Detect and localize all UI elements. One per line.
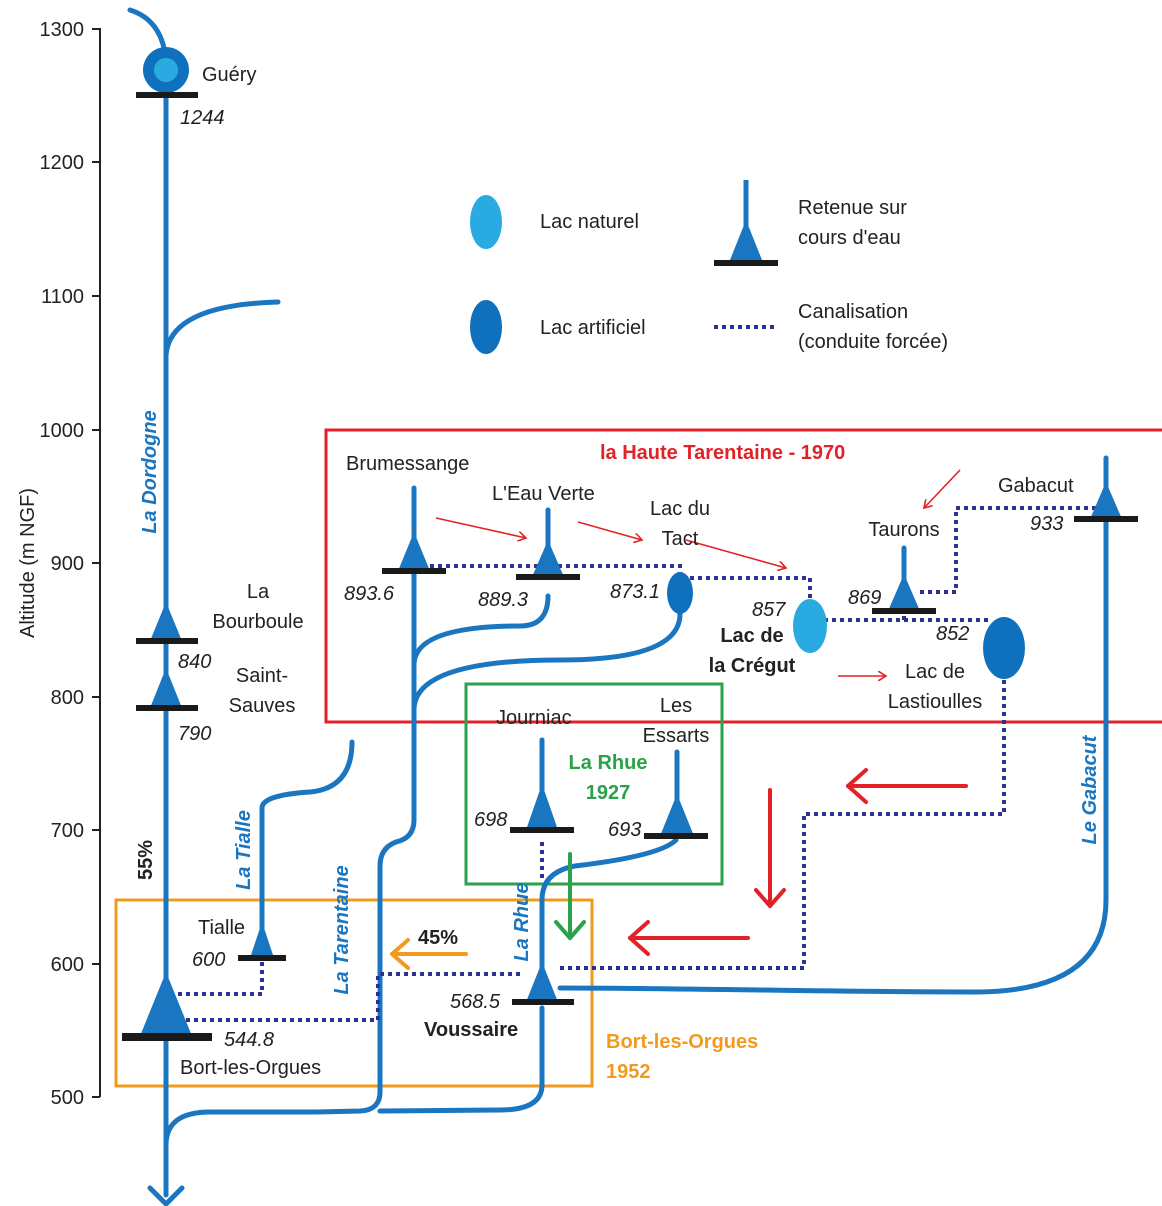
site-cregut-name-2: la Crégut	[709, 655, 796, 677]
orange-arrow-icon	[390, 938, 468, 970]
site-guery-alt: 1244	[180, 107, 225, 129]
altitude-axis: 1300 1200 1100 1000 900 800 700 600 500 …	[17, 19, 101, 1109]
site-guery-name: Guéry	[202, 64, 256, 86]
tick-500: 500	[51, 1087, 84, 1109]
tick-800: 800	[51, 687, 84, 709]
tick-600: 600	[51, 954, 84, 976]
legend-natural-lake-symbol	[470, 195, 502, 249]
dam-tialle	[238, 922, 286, 961]
site-voussaire-name: Voussaire	[424, 1019, 518, 1041]
site-bourboule-name-2: Bourboule	[212, 611, 303, 633]
river-label-tialle: La Tialle	[233, 810, 255, 890]
tick-1000: 1000	[40, 420, 85, 442]
dam-taurons	[872, 574, 936, 614]
site-eau-verte-alt: 889.3	[478, 589, 528, 611]
site-saint-sauves-name-2: Sauves	[229, 695, 296, 717]
river-label-tarentaine: La Tarentaine	[331, 865, 353, 994]
site-journiac-name: Journiac	[496, 707, 572, 729]
site-saint-sauves-alt: 790	[178, 723, 211, 745]
red-flow-arrows	[435, 469, 961, 676]
legend-dam-label-1: Retenue sur	[798, 197, 907, 219]
site-saint-sauves-name-1: Saint-	[236, 665, 288, 687]
tick-700: 700	[51, 820, 84, 842]
river-label-dordogne: La Dordogne	[139, 410, 161, 533]
dam-eau-verte	[516, 540, 580, 580]
dam-bort	[122, 972, 212, 1041]
rivers	[127, 7, 1109, 1198]
site-journiac-alt: 698	[474, 809, 507, 831]
site-tialle-alt: 600	[192, 949, 225, 971]
tick-1100: 1100	[41, 286, 84, 308]
tick-1300: 1300	[40, 19, 85, 41]
dam-saint-sauves	[136, 668, 198, 711]
site-brumessange-name: Brumessange	[346, 453, 469, 475]
green-arrow-icon	[554, 852, 586, 940]
site-eau-verte-name: L'Eau Verte	[492, 483, 595, 505]
legend-canal-label-2: (conduite forcée)	[798, 331, 948, 353]
site-bort-alt: 544.8	[224, 1029, 274, 1051]
zone-label-rhue-2: 1927	[586, 782, 631, 804]
zone-label-rhue-1: La Rhue	[569, 752, 648, 774]
legend-natural-lake-label: Lac naturel	[540, 211, 639, 233]
site-lastioulles-name-1: Lac de	[905, 661, 965, 683]
legend-artificial-lake-label: Lac artificiel	[540, 317, 646, 339]
legend-dam-symbol	[714, 180, 778, 266]
lakes	[136, 47, 1025, 679]
lake-cregut	[793, 599, 827, 653]
site-essarts-name-2: Essarts	[643, 725, 710, 747]
dam-essarts	[644, 794, 708, 839]
zone-label-haute-tarentaine: la Haute Tarentaine - 1970	[600, 442, 845, 464]
axis-label: Altitude (m NGF)	[17, 488, 39, 638]
site-cregut-name-1: Lac de	[720, 625, 783, 647]
site-taurons-name: Taurons	[868, 519, 939, 541]
site-tact-name-2: Tact	[662, 528, 699, 550]
dam-brumessange	[382, 532, 446, 574]
site-lastioulles-name-2: Lastioulles	[888, 691, 983, 713]
zone-label-bort-1: Bort-les-Orgues	[606, 1031, 758, 1053]
dam-voussaire	[512, 962, 574, 1005]
site-bourboule-alt: 840	[178, 651, 211, 673]
river-label-gabacut: Le Gabacut	[1079, 734, 1101, 844]
legend-dam-label-2: cours d'eau	[798, 227, 901, 249]
site-essarts-name-1: Les	[660, 695, 692, 717]
site-brumessange-alt: 893.6	[344, 583, 395, 605]
red-big-arrows	[628, 768, 968, 956]
zone-bort	[114, 898, 594, 1088]
site-tialle-name: Tialle	[198, 917, 245, 939]
dam-gabacut	[1074, 482, 1138, 522]
legend-artificial-lake-symbol	[470, 300, 502, 354]
tick-900: 900	[51, 553, 84, 575]
river-label-rhue: La Rhue	[511, 883, 533, 962]
dams	[122, 180, 1138, 1041]
site-tact-name-1: Lac du	[650, 498, 710, 520]
site-lastioulles-alt: 852	[936, 623, 969, 645]
dam-bourboule	[136, 602, 198, 644]
site-voussaire-alt: 568.5	[450, 991, 501, 1013]
outlet-arrow-icon	[147, 1185, 185, 1206]
site-bourboule-name-1: La	[247, 581, 270, 603]
site-taurons-alt: 869	[848, 587, 881, 609]
site-gabacut-name: Gabacut	[998, 475, 1074, 497]
flow-45-label: 45%	[418, 927, 458, 949]
site-essarts-alt: 693	[608, 819, 641, 841]
site-tact-alt: 873.1	[610, 581, 660, 603]
zone-haute-tarentaine	[324, 428, 1162, 724]
lake-lastioulles	[983, 617, 1025, 679]
zone-rhue	[464, 682, 724, 886]
dam-journiac	[510, 784, 574, 833]
lake-tact	[667, 572, 693, 614]
flow-55-label: 55%	[135, 840, 157, 880]
site-bort-name: Bort-les-Orgues	[180, 1057, 321, 1079]
legend-canal-label-1: Canalisation	[798, 301, 908, 323]
site-gabacut-alt: 933	[1030, 513, 1063, 535]
tick-1200: 1200	[40, 152, 85, 174]
lake-guery	[136, 47, 198, 98]
site-cregut-alt: 857	[752, 599, 786, 621]
zone-label-bort-2: 1952	[606, 1061, 651, 1083]
